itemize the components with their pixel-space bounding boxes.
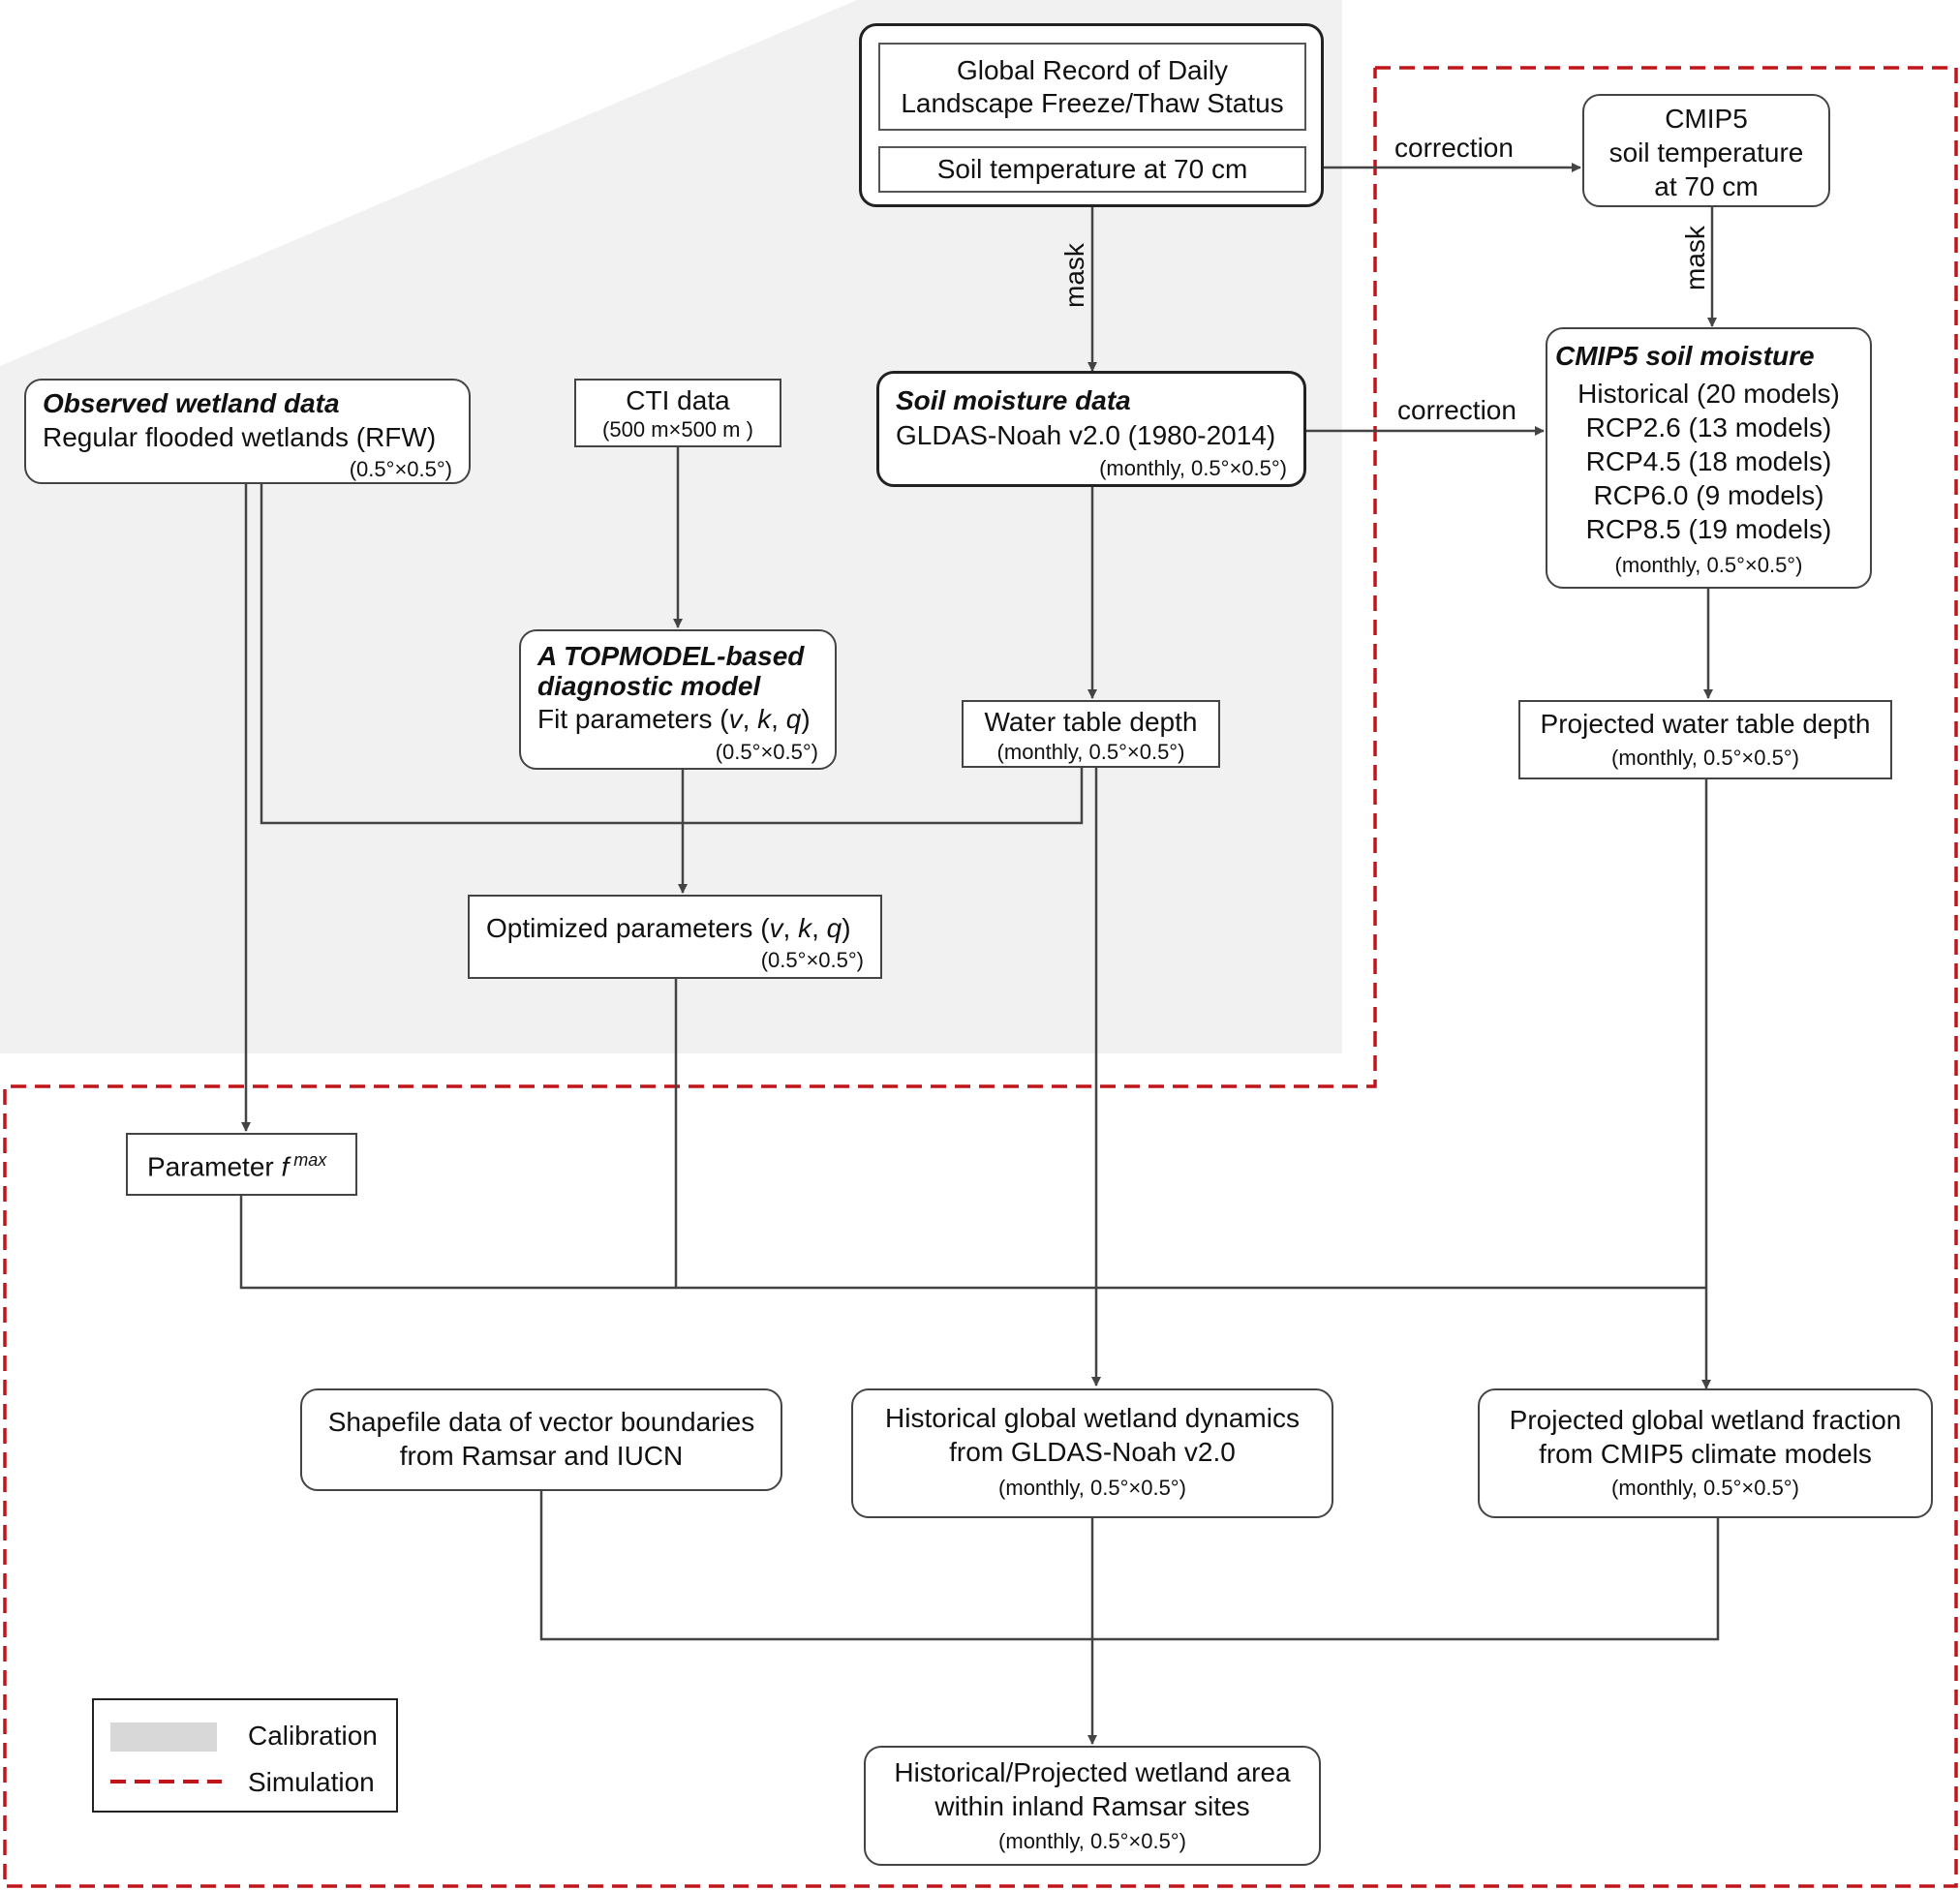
hist-dynamics-line1: Historical global wetland dynamics	[885, 1403, 1300, 1433]
soil-moisture-res: (monthly, 0.5°×0.5°)	[1099, 456, 1287, 480]
node-freeze-thaw-record: Global Record of Daily Landscape Freeze/…	[878, 43, 1306, 131]
legend-simulation-swatch	[110, 1780, 222, 1783]
freeze-thaw-line1: Global Record of Daily	[956, 54, 1229, 85]
observed-wetland-title: Observed wetland data	[43, 388, 340, 418]
hist-dynamics-res: (monthly, 0.5°×0.5°)	[998, 1476, 1186, 1500]
edge-label-correction-mid: correction	[1397, 395, 1516, 425]
node-projected-fraction: Projected global wetland fraction from C…	[1478, 1388, 1933, 1518]
topmodel-res: (0.5°×0.5°)	[715, 740, 818, 764]
topmodel-title1: A TOPMODEL-based	[537, 641, 805, 671]
cmip5-moisture-item: Historical (20 models)	[1577, 379, 1840, 409]
cmip5-moisture-res: (monthly, 0.5°×0.5°)	[1614, 553, 1803, 577]
ramsar-line2: within inland Ramsar sites	[934, 1791, 1250, 1821]
calibration-region	[0, 0, 1342, 1053]
node-freeze-thaw: Global Record of Daily Landscape Freeze/…	[859, 23, 1324, 207]
node-cti-data: CTI data (500 m×500 m )	[574, 379, 781, 447]
freeze-thaw-line2: Landscape Freeze/Thaw Status	[901, 87, 1284, 118]
cmip5-temp-line2: soil temperature	[1608, 137, 1804, 168]
water-table-res: (monthly, 0.5°×0.5°)	[996, 740, 1185, 764]
hist-dynamics-line2: from GLDAS-Noah v2.0	[949, 1437, 1236, 1467]
proj-fraction-line2: from CMIP5 climate models	[1539, 1439, 1872, 1469]
node-shapefile: Shapefile data of vector boundaries from…	[300, 1388, 782, 1491]
legend: Calibration Simulation	[92, 1698, 398, 1813]
projected-wt-line1: Projected water table depth	[1540, 709, 1871, 739]
cmip5-moisture-item: RCP2.6 (13 models)	[1585, 412, 1832, 442]
soil-moisture-line1: GLDAS-Noah v2.0 (1980-2014)	[896, 420, 1276, 450]
cmip5-temp-line1: CMIP5	[1665, 104, 1748, 134]
node-parameter-fmax: Parameter f max	[126, 1133, 357, 1196]
node-optimized-parameters: Optimized parameters (v, k, q) (0.5°×0.5…	[468, 895, 882, 979]
edge-label-correction-top: correction	[1394, 133, 1514, 163]
topmodel-fit-parameters: Fit parameters (v, k, q)	[537, 704, 811, 734]
node-topmodel: A TOPMODEL-based diagnostic model Fit pa…	[519, 629, 837, 770]
edge-label-mask-left: mask	[1059, 243, 1089, 308]
cti-line1: CTI data	[626, 385, 730, 415]
cmip5-moisture-item: RCP8.5 (19 models)	[1585, 514, 1832, 544]
simulation-region-border	[3, 66, 1958, 1888]
edge-observed-watertable-loop	[260, 484, 1084, 825]
node-projected-water-table: Projected water table depth (monthly, 0.…	[1518, 700, 1892, 779]
node-observed-wetland: Observed wetland data Regular flooded we…	[24, 379, 471, 484]
proj-fraction-res: (monthly, 0.5°×0.5°)	[1611, 1476, 1799, 1500]
soil-temp-label: Soil temperature at 70 cm	[936, 154, 1248, 185]
ramsar-line1: Historical/Projected wetland area	[894, 1757, 1291, 1787]
cmip5-moisture-item: RCP4.5 (18 models)	[1585, 446, 1832, 476]
cti-line2: (500 m×500 m )	[602, 417, 753, 442]
cmip5-moisture-item: RCP6.0 (9 models)	[1593, 480, 1824, 510]
node-water-table-depth: Water table depth (monthly, 0.5°×0.5°)	[962, 700, 1220, 768]
observed-wetland-res: (0.5°×0.5°)	[349, 457, 452, 481]
optimized-line1: Optimized parameters (v, k, q)	[486, 913, 851, 943]
node-historical-dynamics: Historical global wetland dynamics from …	[851, 1388, 1333, 1518]
soil-moisture-title: Soil moisture data	[896, 385, 1131, 415]
node-cmip5-soil-temperature: CMIP5 soil temperature at 70 cm	[1582, 94, 1830, 207]
shapefile-line2: from Ramsar and IUCN	[399, 1441, 684, 1471]
optimized-res: (0.5°×0.5°)	[760, 948, 864, 972]
ramsar-res: (monthly, 0.5°×0.5°)	[998, 1829, 1186, 1853]
cmip5-moisture-title: CMIP5 soil moisture	[1555, 341, 1815, 371]
legend-calibration-label: Calibration	[248, 1721, 378, 1751]
shapefile-line1: Shapefile data of vector boundaries	[327, 1407, 755, 1437]
observed-wetland-line1: Regular flooded wetlands (RFW)	[43, 422, 437, 452]
legend-calibration-swatch	[110, 1722, 217, 1752]
node-soil-temp-70cm: Soil temperature at 70 cm	[878, 146, 1306, 193]
fmax-label: Parameter f max	[147, 1150, 327, 1182]
proj-fraction-line1: Projected global wetland fraction	[1509, 1405, 1902, 1435]
topmodel-title2: diagnostic model	[537, 671, 761, 701]
projected-wt-res: (monthly, 0.5°×0.5°)	[1611, 746, 1799, 770]
node-cmip5-soil-moisture: CMIP5 soil moisture Historical (20 model…	[1546, 327, 1872, 589]
edge-fmax-merge	[239, 1196, 1706, 1290]
node-ramsar-wetland-area: Historical/Projected wetland area within…	[864, 1746, 1321, 1866]
edge-final-merge	[539, 1491, 1720, 1641]
cmip5-temp-line3: at 70 cm	[1654, 171, 1759, 201]
legend-simulation-label: Simulation	[248, 1767, 375, 1797]
edge-label-mask-right: mask	[1680, 226, 1710, 290]
water-table-line1: Water table depth	[984, 707, 1198, 737]
node-soil-moisture-data: Soil moisture data GLDAS-Noah v2.0 (1980…	[876, 371, 1306, 487]
